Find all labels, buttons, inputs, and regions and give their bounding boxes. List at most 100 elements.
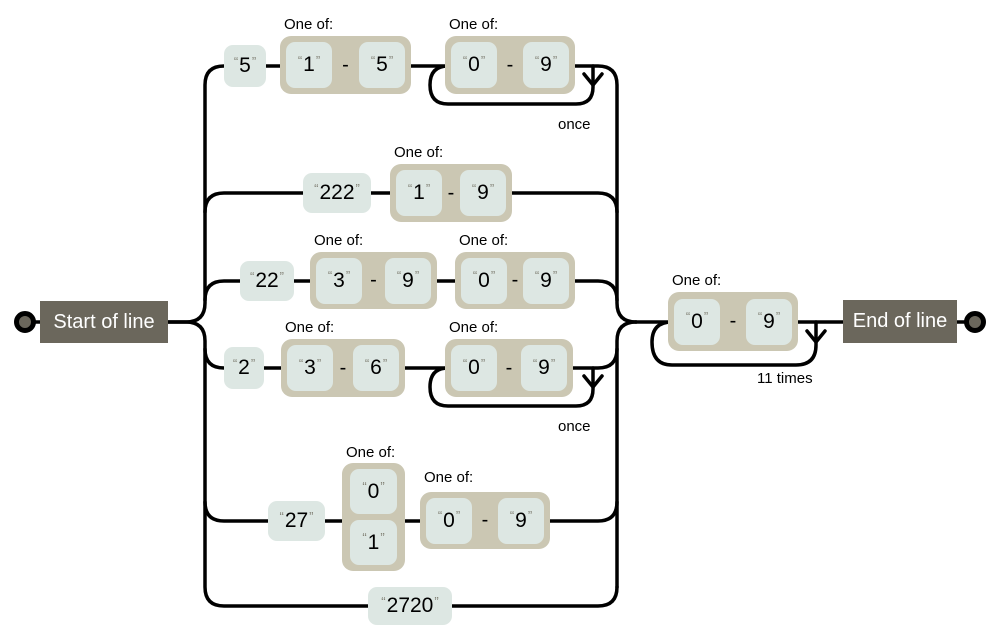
repeat-arrow-icon bbox=[805, 329, 827, 344]
char-text: 0 bbox=[478, 268, 490, 292]
open-quote: “ bbox=[362, 479, 367, 494]
charclass-g5b: “0” - “ 9 ” bbox=[420, 492, 550, 549]
char-text: 9 bbox=[515, 508, 527, 532]
one-of-label: One of: bbox=[284, 16, 334, 33]
close-quote: ” bbox=[489, 180, 495, 196]
range-dash: - bbox=[481, 509, 489, 531]
char-text: 9 bbox=[540, 268, 552, 292]
close-quote: ” bbox=[251, 53, 257, 69]
close-quote: ” bbox=[388, 52, 394, 68]
charclass-g4a: “3” - “6” bbox=[281, 339, 405, 397]
char-box: “0” bbox=[674, 298, 720, 345]
char-text: 0 bbox=[691, 309, 703, 333]
close-quote: ” bbox=[309, 508, 314, 524]
wire-branch4-loop bbox=[428, 366, 595, 408]
char-box: “0” bbox=[451, 42, 497, 88]
open-quote: “ bbox=[327, 268, 333, 283]
close-quote: ” bbox=[425, 180, 431, 196]
close-quote: ” bbox=[380, 479, 385, 494]
char-box: “0” bbox=[461, 257, 507, 304]
char-box: “9” bbox=[521, 345, 567, 391]
one-of-label: One of: bbox=[449, 16, 499, 33]
char-box: “3” bbox=[287, 345, 333, 391]
char-text: 9 bbox=[477, 181, 489, 204]
char-box: “0” bbox=[451, 345, 497, 391]
start-of-line-node: Start of line bbox=[40, 301, 168, 343]
one-of-label: One of: bbox=[285, 319, 335, 336]
wire-branch3-out bbox=[573, 279, 619, 302]
literal-text: 222 bbox=[319, 181, 355, 204]
close-quote: ” bbox=[550, 355, 556, 371]
wire-branch2-out bbox=[510, 191, 619, 214]
open-quote: “ bbox=[232, 355, 238, 371]
charclass-g1a: “1” - “5” bbox=[280, 36, 411, 94]
range-dash: - bbox=[342, 53, 349, 76]
wire-branch4-in bbox=[203, 347, 228, 370]
open-quote: “ bbox=[297, 52, 303, 68]
close-quote: ” bbox=[355, 180, 360, 196]
open-quote: “ bbox=[462, 52, 468, 68]
range-dash: - bbox=[339, 356, 347, 379]
charclass-final: “0” - “9” bbox=[668, 292, 798, 351]
close-quote: ” bbox=[382, 355, 388, 371]
char-text: 1 bbox=[413, 181, 425, 204]
char-text: 6 bbox=[370, 356, 382, 379]
range-dash: - bbox=[729, 310, 737, 332]
one-of-label: One of: bbox=[424, 469, 474, 486]
literal-text: 2 bbox=[238, 356, 250, 379]
open-quote: “ bbox=[396, 268, 402, 283]
open-quote: “ bbox=[407, 180, 413, 196]
wire-split-down bbox=[166, 320, 370, 608]
char-text: 0 bbox=[443, 508, 455, 532]
loop-label-branch1: once bbox=[558, 116, 591, 133]
close-quote: ” bbox=[345, 268, 351, 283]
open-quote: “ bbox=[364, 355, 370, 371]
close-quote: ” bbox=[703, 309, 709, 324]
repeat-arrow-icon bbox=[582, 374, 604, 389]
close-quote: ” bbox=[434, 593, 439, 609]
literal-branch2: “222” bbox=[303, 173, 371, 213]
wire-branch1-loop bbox=[428, 64, 595, 106]
literal-branch5: “27” bbox=[268, 501, 325, 541]
char-text: 0 bbox=[468, 356, 480, 379]
charclass-g3a: “3” - “9” bbox=[310, 252, 437, 309]
close-quote: ” bbox=[279, 268, 285, 284]
start-of-line-label: Start of line bbox=[53, 310, 155, 333]
char-box: “9” bbox=[746, 298, 792, 345]
char-text: 3 bbox=[304, 356, 316, 379]
char-box: “9” bbox=[460, 170, 506, 216]
range-dash: - bbox=[505, 356, 513, 379]
wire-branch1-out bbox=[573, 64, 638, 324]
charclass-g1b: “0” - “9” bbox=[445, 36, 575, 94]
open-quote: “ bbox=[370, 52, 376, 68]
charclass-g4b: “0” - “9” bbox=[445, 339, 573, 397]
open-quote: “ bbox=[249, 268, 255, 284]
char-box: “1” bbox=[396, 170, 442, 216]
close-quote: ” bbox=[490, 268, 496, 283]
char-box: “0” bbox=[426, 497, 472, 544]
close-quote: ” bbox=[455, 508, 461, 523]
close-quote: ” bbox=[552, 268, 558, 283]
open-quote: “ bbox=[532, 355, 538, 371]
charclass-g3b: “0” - “9” bbox=[455, 252, 575, 309]
literal-text: 27 bbox=[284, 509, 309, 532]
char-text: 9 bbox=[763, 309, 775, 333]
wire-branch2-in bbox=[203, 191, 305, 214]
loop-label-final: 11 times bbox=[757, 370, 813, 387]
open-quote: “ bbox=[472, 268, 478, 283]
char-text: 0 bbox=[367, 479, 380, 503]
char-box: “1” bbox=[286, 42, 332, 88]
open-quote: “ bbox=[685, 309, 691, 324]
char-box: “3” bbox=[316, 257, 362, 304]
close-quote: ” bbox=[380, 530, 385, 545]
open-quote: “ bbox=[437, 508, 443, 523]
open-quote: “ bbox=[314, 180, 319, 196]
char-text: 1 bbox=[367, 530, 380, 554]
char-text: 9 bbox=[402, 268, 414, 292]
close-quote: ” bbox=[480, 355, 486, 371]
wire-merge-lower bbox=[615, 320, 638, 589]
open-quote: “ bbox=[381, 593, 386, 609]
wire-split-up bbox=[166, 64, 228, 324]
